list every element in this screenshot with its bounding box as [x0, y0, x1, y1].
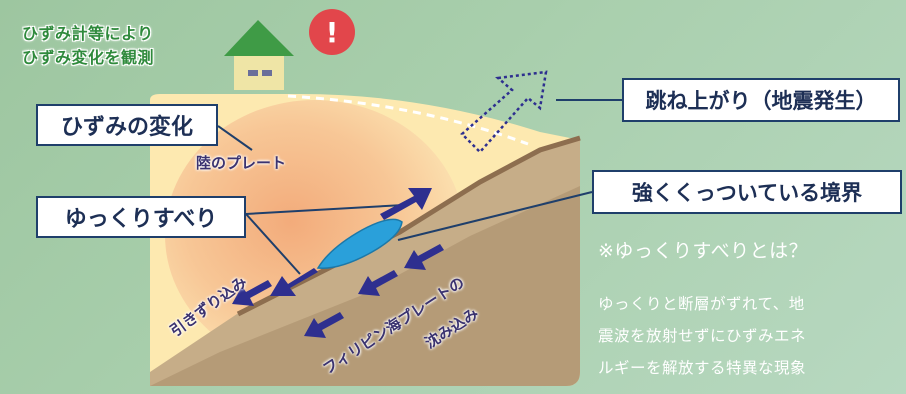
coupled-leader	[397, 191, 593, 241]
note-line-3: ルギーを解放する特異な現象	[598, 359, 807, 377]
ocean-plate-lower	[150, 186, 580, 386]
coupled-boundary-label: 強くくっついている境界	[592, 170, 902, 214]
note-line-1: ゆっくりと断層がずれて、地	[598, 295, 805, 313]
house-icon	[224, 20, 294, 90]
note-heading: ※ゆっくりすべりとは？	[598, 240, 809, 262]
note-line-2: 震波を放射せずにひずみエネ	[598, 327, 807, 345]
observation-line-1: ひずみ計等により	[22, 24, 154, 43]
subduction-arrow-2	[358, 270, 398, 296]
drag-arrow	[232, 280, 272, 306]
slip-arrows	[270, 188, 432, 296]
slow-slip-leader-bottom	[245, 213, 301, 275]
slip-arrow-up	[380, 188, 432, 220]
surface-dashed-line	[287, 94, 529, 146]
subduction-arrow-3	[304, 312, 344, 338]
subduction-arrows	[232, 244, 444, 338]
alert-icon: !	[309, 9, 355, 55]
subduction-arrow-1	[404, 244, 444, 270]
slow-slip-leader-top	[245, 204, 405, 215]
uplift-arrow	[460, 70, 548, 154]
slow-slip-label: ゆっくりすべり	[36, 196, 246, 238]
uplift-label: 跳ね上がり（地震発生）	[622, 78, 900, 122]
slow-slip-patch	[316, 218, 403, 269]
slip-arrow-down	[270, 268, 318, 296]
strain-leader	[217, 125, 253, 151]
observation-line-2: ひずみ変化を観測	[22, 48, 155, 67]
strain-change-label: ひずみの変化	[36, 104, 218, 146]
land-plate-label: 陸のプレート	[196, 154, 287, 172]
